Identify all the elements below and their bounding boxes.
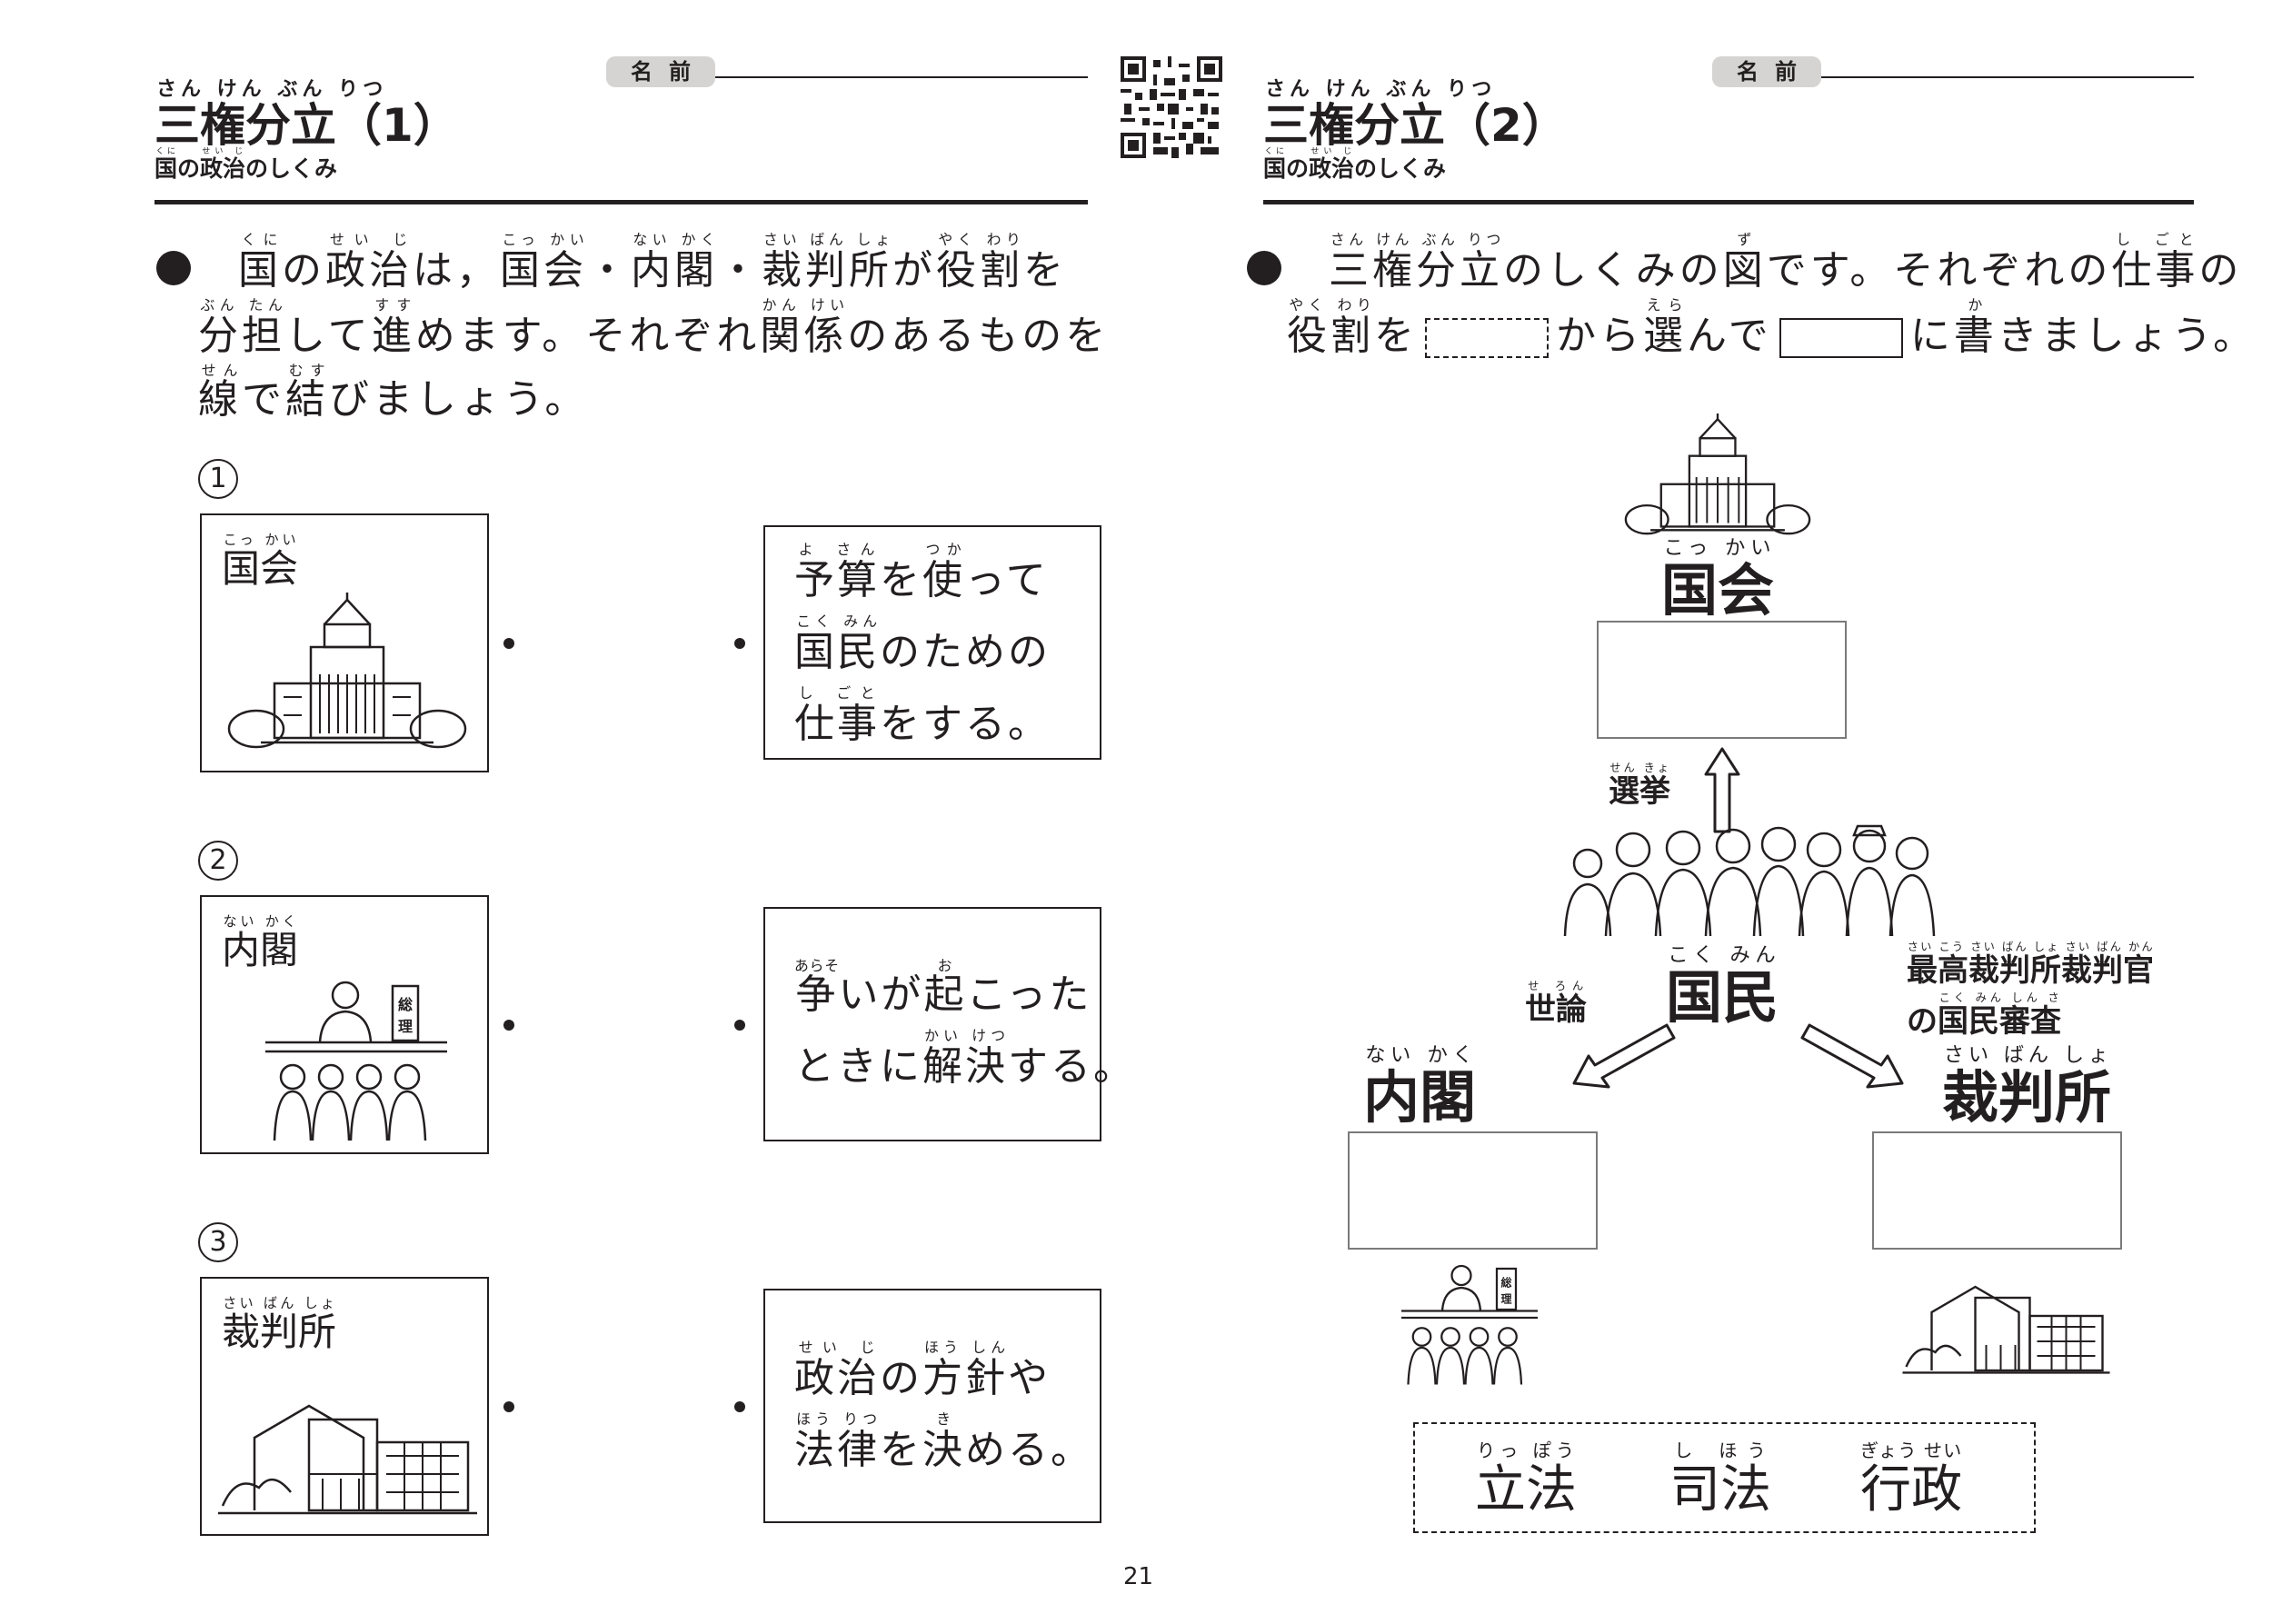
instruction-solid-box — [1779, 318, 1903, 358]
item-box-kokkai: 国会こっ かい — [200, 513, 489, 772]
right-subtitle: 国くにの政治せい じのしくみ — [1263, 147, 1447, 182]
cabinet-ministers-icon: 総 理 — [1401, 1264, 1538, 1385]
item-box-naikaku: 内閣ない かく 総 理 — [200, 895, 489, 1154]
right-instruction-line-2: 役割やく わりをから選えらんでに書かきましょう。 — [1287, 296, 2257, 359]
right-page-title: 三権分立（2） — [1263, 99, 1568, 152]
arrow-down-left-icon — [1572, 1023, 1676, 1089]
left-header-rule — [154, 200, 1088, 204]
left-name-field[interactable] — [715, 76, 1088, 78]
item-number-2: 2 — [198, 841, 238, 881]
node-label-kokkai: 国会こっ かい — [1660, 536, 1774, 623]
item-label-naikaku: 内閣ない かく — [222, 913, 299, 972]
qr-code-icon[interactable] — [1121, 56, 1222, 158]
label-senkyo: 選挙せん きょ — [1609, 762, 1670, 810]
desc-3-text: 政治せい じの方針ほう しんや 法律ほう りつを決きめる。 — [794, 1339, 1093, 1473]
node-label-saibansho: 裁判所さい ばん しょ — [1941, 1043, 2111, 1131]
node-label-kokumin: 国民こく みん — [1665, 943, 1779, 1031]
connector-dot-desc-1[interactable] — [734, 638, 745, 649]
item-box-saibansho: 裁判所さい ばん しょ — [200, 1277, 489, 1536]
instruction-dashed-box — [1425, 318, 1549, 358]
item-label-kokkai: 国会こっ かい — [222, 532, 299, 591]
cabinet-ministers-icon: 総 理 — [265, 981, 447, 1141]
choice-gyosei: 行政ぎょう せい — [1860, 1440, 1963, 1519]
left-subtitle: 国くにの政治せい じのしくみ — [154, 147, 338, 182]
item-label-saibansho: 裁判所さい ばん しょ — [222, 1295, 337, 1354]
svg-text:総: 総 — [398, 996, 413, 1013]
svg-text:理: 理 — [398, 1018, 413, 1035]
answer-box-saibansho[interactable] — [1872, 1131, 2122, 1250]
choice-rippo: 立法りっ ぽう — [1475, 1440, 1577, 1519]
item-number-3: 3 — [198, 1222, 238, 1262]
desc-box-2: 争あらそいが起おこった ときに解決かい けつする。 — [763, 907, 1133, 1141]
answer-box-kokkai[interactable] — [1597, 621, 1847, 739]
right-title-furigana: さん けん ぶん りつ — [1265, 78, 1497, 101]
left-title-furigana: さん けん ぶん りつ — [156, 78, 388, 101]
left-instruction: 国くにの政治せい じは，国会こっ かい・内閣ない かく・裁判所さい ばん しょが… — [238, 231, 1067, 294]
svg-text:理: 理 — [1501, 1293, 1512, 1306]
arrow-up-icon — [1704, 747, 1740, 833]
connector-dot-naikaku[interactable] — [503, 1020, 514, 1031]
courthouse-icon — [218, 1404, 477, 1515]
desc-1-text: 予算よ さんを使つかって 国民こく みんのための 仕事し ごとをする。 — [794, 541, 1051, 747]
connector-dot-kokkai[interactable] — [503, 638, 514, 649]
right-page: さん けん ぶん りつ 三権分立（2） 国くにの政治せい じのしくみ 名前 三権… — [1136, 0, 2272, 1624]
right-header-rule — [1263, 200, 2194, 204]
connector-dot-desc-3[interactable] — [734, 1401, 745, 1412]
citizens-crowd-icon — [1563, 824, 1936, 936]
desc-box-1: 予算よ さんを使つかって 国民こく みんのための 仕事し ごとをする。 — [763, 525, 1101, 760]
left-bullet — [156, 251, 191, 285]
connector-dot-desc-2[interactable] — [734, 1020, 745, 1031]
item-number-1: 1 — [198, 459, 238, 499]
left-instruction-line-2: 分担ぶん たんして進すすめます。それぞれ関係かん けいのあるものを — [198, 296, 1110, 359]
label-yoron: 世論せ ろん — [1525, 980, 1587, 1028]
courthouse-icon — [1902, 1285, 2110, 1374]
left-page-title: 三権分立（1） — [154, 99, 459, 152]
diet-building-icon — [1624, 413, 1811, 535]
page-number: 21 — [1123, 1563, 1154, 1590]
label-kokumin-shinsa: 最高裁判所裁判官さい こう さい ばん しょ さい ばん かん の国民審査こく … — [1907, 941, 2154, 1040]
left-name-label: 名前 — [606, 56, 715, 87]
right-name-label: 名前 — [1712, 56, 1821, 87]
choice-shiho: 司法し ほう — [1669, 1440, 1771, 1519]
right-name-field[interactable] — [1821, 76, 2194, 78]
arrow-down-right-icon — [1800, 1023, 1904, 1089]
node-label-naikaku: 内閣ない かく — [1362, 1043, 1476, 1131]
diet-building-icon — [227, 593, 467, 749]
desc-box-3: 政治せい じの方針ほう しんや 法律ほう りつを決きめる。 — [763, 1289, 1101, 1523]
left-page: さん けん ぶん りつ 三権分立（1） 国くにの政治せい じのしくみ 名前 国く… — [154, 56, 1153, 1590]
left-instruction-line-3: 線せんで結むすびましょう。 — [198, 362, 589, 423]
connector-dot-saibansho[interactable] — [503, 1401, 514, 1412]
right-instruction-line-1: 三権分立さん けん ぶん りつのしくみの図ずです。それぞれの仕事し ごとの — [1329, 231, 2243, 294]
answer-box-naikaku[interactable] — [1348, 1131, 1598, 1250]
choices-box: 立法りっ ぽう 司法し ほう 行政ぎょう せい — [1413, 1422, 2036, 1533]
svg-text:総: 総 — [1501, 1276, 1512, 1290]
desc-2-text: 争あらそいが起おこった ときに解決かい けつする。 — [794, 957, 1136, 1090]
right-bullet — [1247, 251, 1281, 285]
